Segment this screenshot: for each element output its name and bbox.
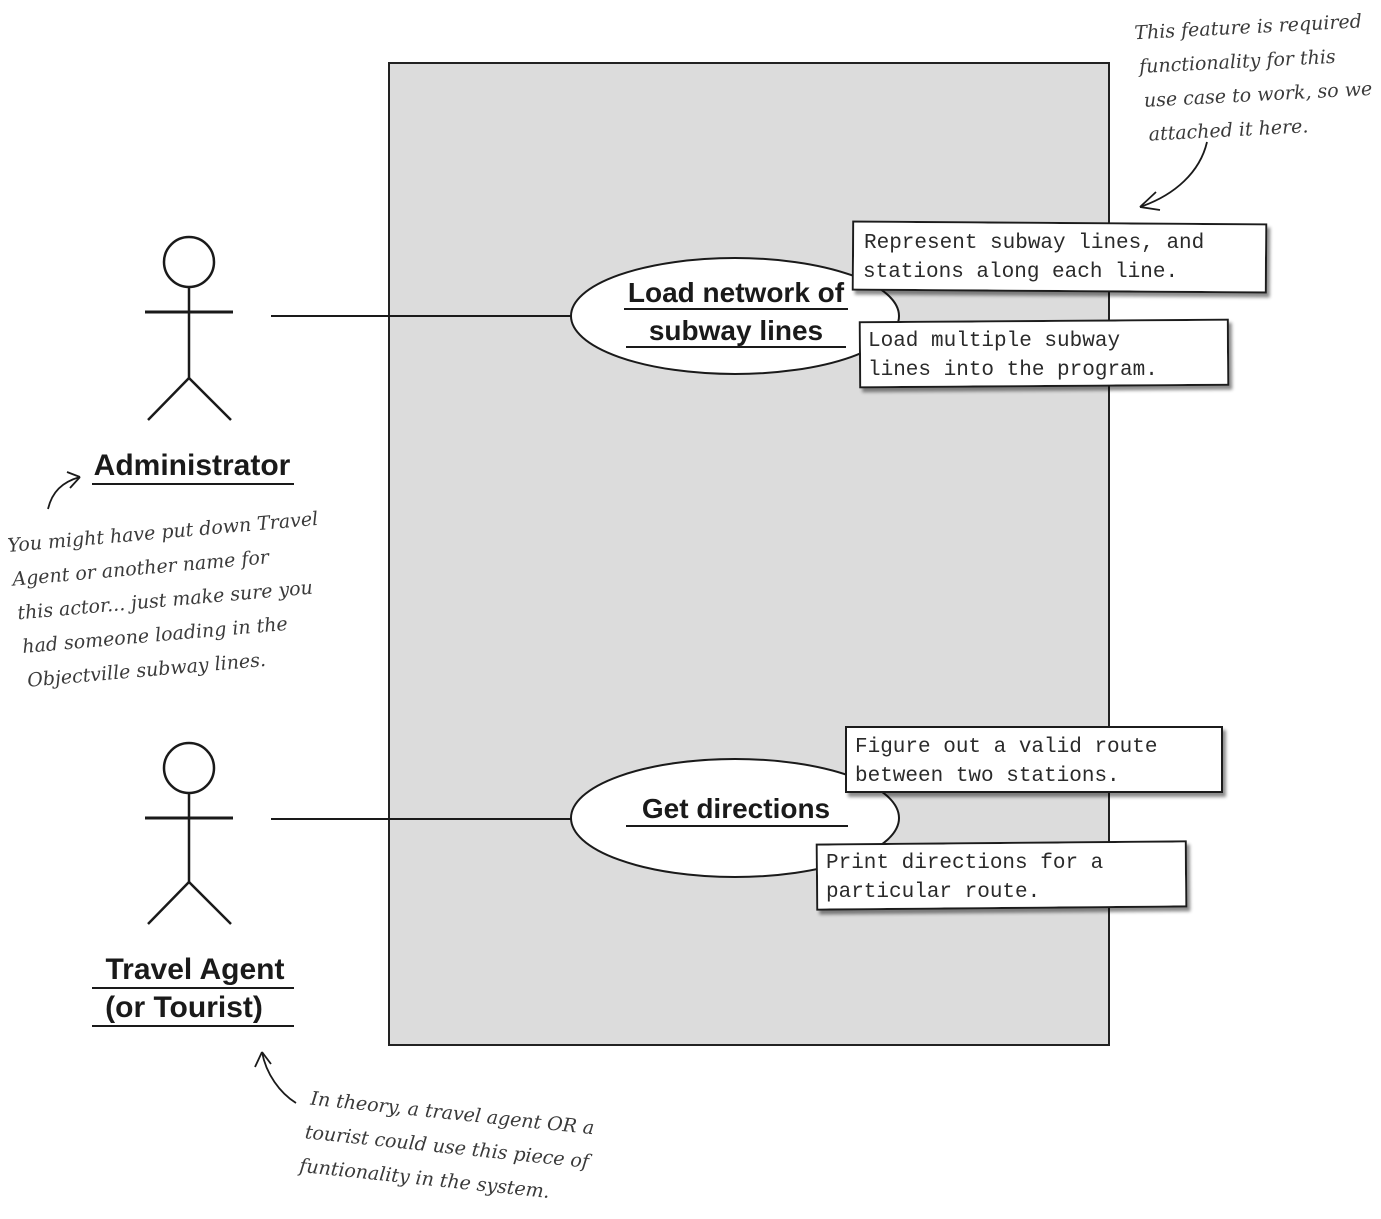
note-figure-route: Figure out a valid route between two sta… (845, 726, 1223, 793)
use-case-label-line-1: Load network of (628, 277, 845, 308)
actor-travel-agent: Travel Agent (or Tourist) (92, 741, 294, 1027)
use-case-label: Get directions (642, 793, 830, 824)
note-line-1: Load multiple subway (868, 330, 1120, 353)
arrow-icon (1139, 141, 1208, 211)
note-line-1: Print directions for a (826, 852, 1103, 875)
note-line-2: between two stations. (855, 765, 1120, 788)
annotation-theory: In theory, a travel agent OR a tourist c… (296, 1088, 595, 1203)
note-print-directions: Print directions for a particular route. (815, 840, 1188, 911)
annotation-line-3: use case to work, so we (1143, 78, 1372, 112)
annotation-line-4: attached it here. (1148, 115, 1309, 145)
annotation-required: This feature is required functionality f… (1134, 10, 1373, 145)
use-case-load-network: Load network of subway lines (570, 257, 900, 375)
annotation-line-2: functionality for this (1137, 46, 1337, 78)
annotation-line-5: Objectville subway lines. (26, 649, 266, 692)
annotation-line-1: You might have put down Travel (7, 508, 319, 557)
note-represent-lines: Represent subway lines, and stations alo… (851, 220, 1268, 294)
actor-administrator: Administrator (92, 235, 294, 485)
note-line-1: Figure out a valid route (855, 736, 1157, 759)
annotation-line-1: This feature is required (1134, 10, 1363, 44)
actor-name-line-2: (or Tourist) (105, 991, 263, 1024)
stick-figure-icon (145, 235, 233, 421)
actor-name: Administrator (94, 449, 291, 482)
note-line-2: lines into the program. (868, 359, 1158, 382)
note-line-1: Represent subway lines, and (864, 232, 1204, 255)
annotation-actor-name: You might have put down Travel Agent or … (7, 508, 319, 692)
actor-name-line-1: Travel Agent (106, 953, 285, 986)
note-load-multiple: Load multiple subway lines into the prog… (858, 318, 1230, 389)
arrow-icon (254, 1051, 297, 1104)
arrow-icon (47, 471, 81, 510)
use-case-label-line-2: subway lines (649, 315, 823, 346)
note-line-2: particular route. (826, 881, 1040, 904)
note-line-2: stations along each line. (863, 261, 1178, 284)
stick-figure-icon (145, 741, 233, 925)
